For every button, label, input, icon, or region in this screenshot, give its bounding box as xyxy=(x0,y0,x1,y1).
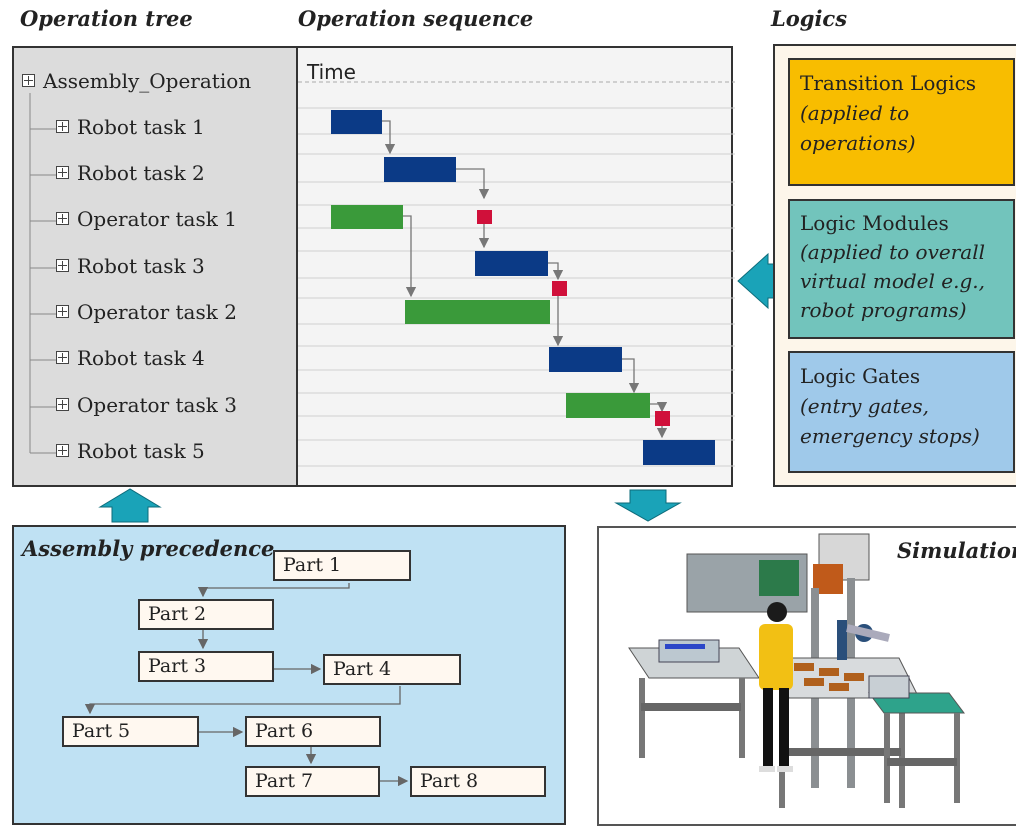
operation-sequence-heading: Operation sequence xyxy=(298,6,534,31)
logics-heading: Logics xyxy=(771,6,848,31)
arrow-up-icon xyxy=(98,488,162,523)
tree-item-label: Operator task 1 xyxy=(77,207,237,231)
tree-connectors xyxy=(29,93,56,454)
tree-item-label: Robot task 4 xyxy=(77,346,205,370)
bar-operator-task-2 xyxy=(405,300,550,324)
gate-marker-2 xyxy=(552,281,567,296)
tree-item-robot-task-1[interactable]: Robot task 1 xyxy=(56,115,205,139)
transition-logics-title: Transition Logics xyxy=(800,71,977,95)
tree-item-label: Robot task 1 xyxy=(77,115,205,139)
logic-modules-box: Logic Modules (applied to overall virtua… xyxy=(788,199,1015,339)
tree-item-label: Operator task 2 xyxy=(77,300,237,324)
transition-logics-box: Transition Logics (applied to operations… xyxy=(788,58,1015,186)
tree-item-label: Robot task 2 xyxy=(77,161,205,185)
bar-robot-task-5 xyxy=(643,440,715,465)
row-gridlines xyxy=(298,107,735,467)
tree-item-label: Robot task 5 xyxy=(77,439,205,463)
logic-gates-title: Logic Gates xyxy=(800,364,921,388)
expand-icon[interactable] xyxy=(56,259,69,272)
expand-icon[interactable] xyxy=(56,120,69,133)
bar-operator-task-1 xyxy=(331,205,403,229)
part-6-box: Part 6 xyxy=(245,716,381,747)
operation-tree-heading: Operation tree xyxy=(20,6,193,31)
tree-item-operator-task-1[interactable]: Operator task 1 xyxy=(56,207,237,231)
tree-item-robot-task-3[interactable]: Robot task 3 xyxy=(56,254,205,278)
tree-item-robot-task-5[interactable]: Robot task 5 xyxy=(56,439,205,463)
logic-modules-sub-1: (applied to overall xyxy=(800,240,986,264)
tree-item-operator-task-2[interactable]: Operator task 2 xyxy=(56,300,237,324)
logic-gates-sub-1: (entry gates, xyxy=(800,394,929,418)
expand-icon[interactable] xyxy=(56,305,69,318)
part-2-box: Part 2 xyxy=(138,599,274,630)
assembly-precedence-heading: Assembly precedence xyxy=(22,536,275,561)
tree-item-label: Operator task 3 xyxy=(77,393,237,417)
logic-gates-box: Logic Gates (entry gates, emergency stop… xyxy=(788,351,1015,473)
tree-item-robot-task-4[interactable]: Robot task 4 xyxy=(56,346,205,370)
simulation-heading: Simulation xyxy=(897,538,1016,563)
precedence-connectors xyxy=(84,583,409,787)
bar-robot-task-3 xyxy=(475,251,548,276)
bar-robot-task-2 xyxy=(384,157,456,182)
gate-marker-1 xyxy=(477,210,492,224)
operation-tree-panel: Assembly_Operation Robot task 1 Robot ta… xyxy=(12,46,298,487)
expand-icon[interactable] xyxy=(22,74,35,87)
tree-item-robot-task-2[interactable]: Robot task 2 xyxy=(56,161,205,185)
tree-item-label: Robot task 3 xyxy=(77,254,205,278)
part-8-box: Part 8 xyxy=(410,766,546,797)
transition-logics-sub-1: (applied to xyxy=(800,101,910,125)
logic-gates-sub-2: emergency stops) xyxy=(800,424,980,448)
expand-icon[interactable] xyxy=(56,212,69,225)
arrow-down-icon xyxy=(614,489,682,522)
logic-modules-title: Logic Modules xyxy=(800,211,949,235)
logic-modules-sub-3: robot programs) xyxy=(800,298,967,322)
expand-icon[interactable] xyxy=(56,351,69,364)
logic-modules-sub-2: virtual model e.g., xyxy=(800,269,985,293)
part-4-box: Part 4 xyxy=(323,654,461,685)
gantt-chart xyxy=(298,81,735,467)
expand-icon[interactable] xyxy=(56,166,69,179)
transition-logics-sub-2: operations) xyxy=(800,131,916,155)
tree-root[interactable]: Assembly_Operation xyxy=(22,69,251,93)
part-5-box: Part 5 xyxy=(62,716,199,747)
operation-sequence-panel: Time xyxy=(296,46,735,487)
tree-root-label: Assembly_Operation xyxy=(43,69,252,93)
part-1-box: Part 1 xyxy=(273,550,411,581)
bar-robot-task-4 xyxy=(549,347,622,372)
expand-icon[interactable] xyxy=(56,398,69,411)
assembly-precedence-panel: Assembly precedence Part 1 Part 2 Part 3… xyxy=(12,525,566,825)
logics-panel: Transition Logics (applied to operations… xyxy=(773,44,1016,487)
part-7-box: Part 7 xyxy=(245,766,380,797)
simulation-panel: Simulation xyxy=(597,526,1016,826)
part-3-box: Part 3 xyxy=(138,651,274,682)
time-label: Time xyxy=(307,60,356,84)
workstation-illustration xyxy=(628,533,965,808)
bar-robot-task-1 xyxy=(331,110,382,134)
tree-item-operator-task-3[interactable]: Operator task 3 xyxy=(56,393,237,417)
gate-marker-3 xyxy=(655,411,670,426)
dependency-arrows xyxy=(382,120,668,439)
bar-operator-task-3 xyxy=(566,393,650,418)
expand-icon[interactable] xyxy=(56,444,69,457)
